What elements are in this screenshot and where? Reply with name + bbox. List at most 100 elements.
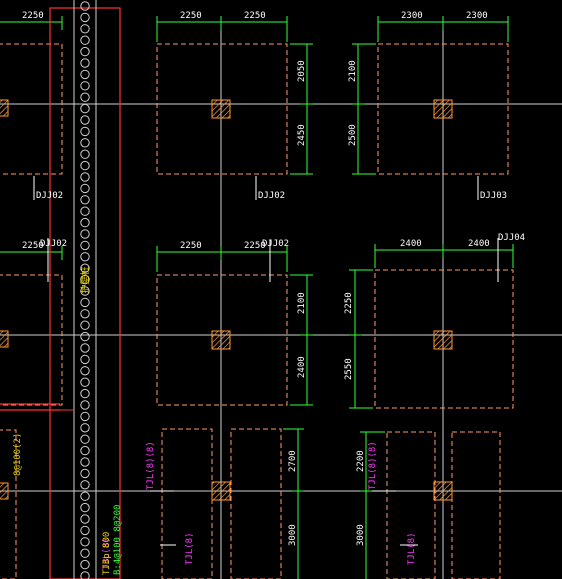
dim-r1-mid-a: 2250	[180, 11, 202, 21]
pile-circle	[80, 514, 90, 524]
pile-circle	[80, 377, 90, 387]
column-r3-right	[433, 481, 453, 501]
pile-circle	[80, 525, 90, 536]
magenta-note-e: TJL(8)	[102, 537, 112, 570]
column-r2-mid	[211, 330, 231, 350]
pile-circle	[80, 354, 90, 365]
pile-circle	[80, 286, 90, 296]
pile-wall-label: 护壁桩	[79, 266, 91, 293]
footing-r2-right	[374, 269, 514, 409]
dim-r1-right-b: 2300	[466, 11, 488, 21]
pile-circle	[80, 502, 90, 513]
pile-circle	[80, 35, 90, 45]
pile-circle	[80, 183, 90, 194]
column-r1-left	[0, 99, 9, 117]
pile-circle	[80, 468, 90, 479]
pile-circle	[80, 423, 90, 433]
dim-r1-right-v-bot: 2500	[348, 124, 358, 146]
pile-circle	[80, 229, 90, 239]
pile-circle	[80, 138, 90, 148]
foundation-tags: DJJ02 DJJ02 DJJ03 DJJ02 DJJ02 DJJ04	[36, 191, 525, 249]
dim-r2-mid-v-top: 2100	[297, 292, 307, 314]
pile-circle	[80, 331, 90, 342]
column-r2-left	[0, 330, 9, 348]
note-leaders	[150, 490, 418, 546]
pile-circle	[80, 12, 90, 23]
pile-circle	[80, 571, 90, 579]
column-r1-right	[433, 99, 453, 119]
pile-circle	[80, 206, 90, 216]
pile-wall	[60, 0, 97, 579]
dimension-texts: 2250 2250 2250 2300 2300 2050 2450 2100 …	[22, 11, 490, 546]
dim-r3-mid-v-bot: 3000	[288, 524, 298, 546]
footing-r1-mid	[156, 43, 288, 175]
annotations: 护壁桩 TJL(8)(8) TJL(8)(8) TJL(8) TJL(8) TJ…	[13, 266, 417, 575]
pile-circle	[80, 240, 90, 251]
green-note-bottom: B:4@100 8@200	[113, 505, 123, 575]
pile-circle	[80, 195, 90, 205]
dim-r1-right-v-top: 2100	[348, 60, 358, 82]
dim-r2-mid-a: 2250	[180, 241, 202, 251]
pile-circle	[80, 274, 90, 285]
pile-circle	[80, 126, 90, 137]
pile-circle	[80, 81, 90, 91]
pile-circle	[80, 343, 90, 353]
pile-circle	[80, 366, 90, 376]
footing-r2-mid	[156, 274, 288, 406]
pile-circle	[80, 434, 90, 444]
pile-circle	[80, 537, 90, 547]
column-r3-mid	[211, 481, 231, 501]
pile-circle	[80, 217, 90, 228]
dim-r3-right-v-top: 2200	[356, 450, 366, 472]
footing-r3-mid-b	[230, 428, 282, 579]
dim-r2-right-v-bot: 2550	[344, 358, 354, 380]
dim-r2-right-b: 2400	[468, 239, 490, 249]
pile-circle	[80, 252, 90, 262]
dim-r1-mid-v-top: 2050	[297, 60, 307, 82]
dim-r2-mid-b: 2250	[244, 241, 266, 251]
dim-r2-left: 2250	[22, 241, 44, 251]
pile-circle	[80, 58, 90, 68]
dim-r1-mid-b: 2250	[244, 11, 266, 21]
pile-circle	[80, 24, 90, 34]
pile-circle	[80, 411, 90, 422]
tag-leaders	[33, 176, 499, 282]
pile-circle	[80, 160, 90, 171]
footing-r3-right-a	[386, 431, 436, 579]
pile-circle	[80, 92, 90, 102]
column-r3-left	[0, 482, 9, 500]
dim-r2-right-a: 2400	[400, 239, 422, 249]
magenta-note-c: TJL(8)	[185, 532, 195, 565]
pile-circle	[80, 559, 90, 570]
tag-dj-right-r1: DJJ03	[480, 191, 507, 201]
dim-r1-right-a: 2300	[401, 11, 423, 21]
pile-circle	[80, 400, 90, 410]
dim-r2-right-v-top: 2250	[344, 292, 354, 314]
magenta-note-a: TJL(8)(8)	[146, 441, 156, 490]
footing-r2-left	[0, 274, 63, 406]
pile-circle	[80, 457, 90, 467]
footing-r1-left	[0, 43, 63, 175]
dim-r3-mid-v-top: 2700	[288, 450, 298, 472]
pile-circle	[80, 548, 90, 558]
yellow-note-bottom: TJBp 800	[102, 532, 112, 575]
columns	[0, 99, 453, 501]
tag-dj-mid-r2: DJJ02	[262, 239, 289, 249]
pile-circle	[80, 1, 90, 11]
pile-circle	[80, 115, 90, 125]
pile-circle	[80, 263, 90, 273]
pile-circle	[80, 309, 90, 319]
pile-circle	[80, 388, 90, 399]
pile-circle	[80, 46, 90, 57]
pile-circle	[80, 320, 90, 330]
dim-r3-right-v-bot: 3000	[356, 524, 366, 546]
tag-dj-right-r2: DJJ04	[498, 233, 525, 243]
footing-r1-right	[377, 43, 509, 175]
foundation-outlines	[0, 43, 514, 579]
column-r2-right	[433, 330, 453, 350]
dim-r1-left: 2250	[22, 11, 44, 21]
pile-circle	[80, 69, 90, 80]
magenta-note-b: TJL(8)(8)	[368, 441, 378, 490]
pile-circle	[80, 491, 90, 501]
dim-r2-mid-v-bot: 2400	[297, 356, 307, 378]
